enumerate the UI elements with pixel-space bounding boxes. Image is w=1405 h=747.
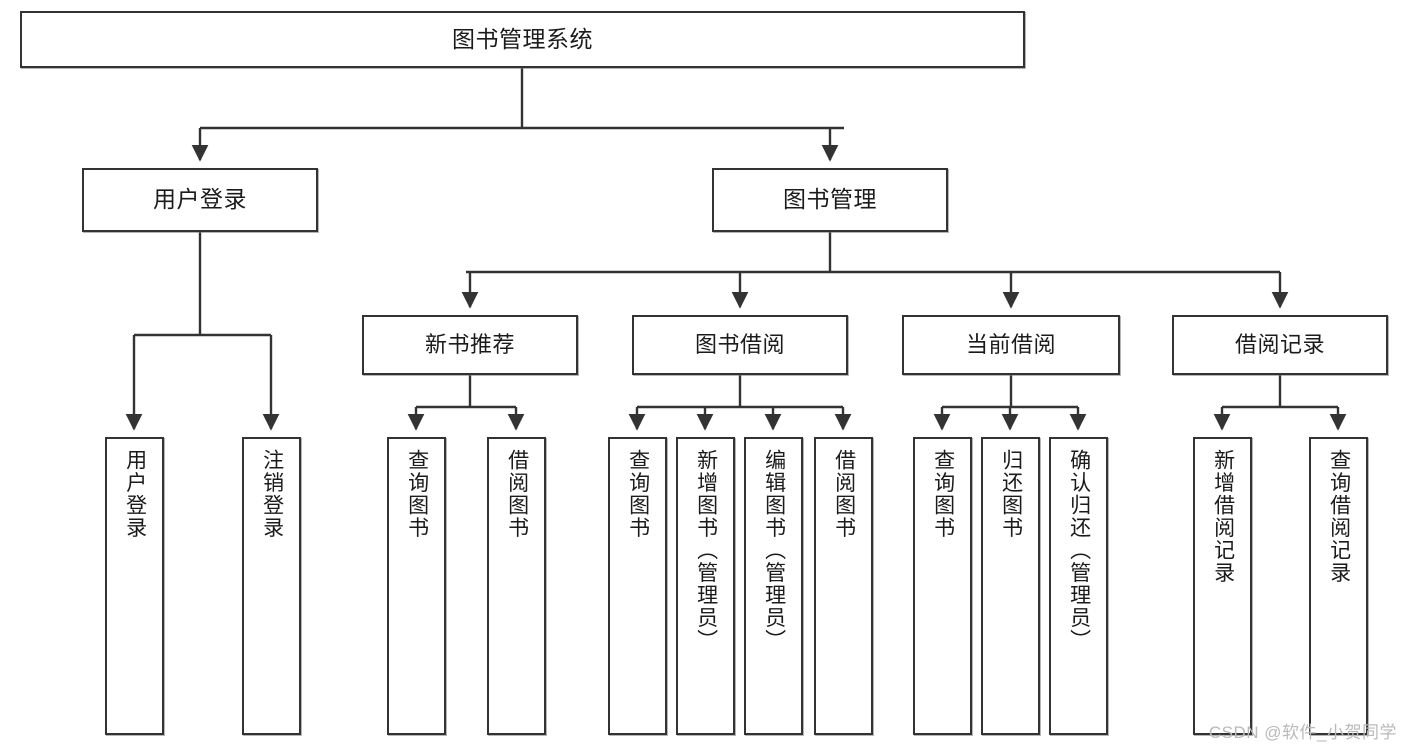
node-leaf-return-book-label: 归还图书 <box>999 449 1023 539</box>
node-root[interactable]: 图书管理系统 <box>20 11 1025 68</box>
node-leaf-user-logout[interactable]: 注销登录 <box>242 437 301 735</box>
node-leaf-add-book-label: 新增图书（管理员） <box>694 449 718 652</box>
node-leaf-confirm-return[interactable]: 确认归还（管理员） <box>1049 437 1108 735</box>
node-leaf-query-book-1[interactable]: 查询图书 <box>387 437 446 735</box>
node-borrow-record[interactable]: 借阅记录 <box>1172 315 1388 375</box>
node-leaf-query-book-2[interactable]: 查询图书 <box>608 437 667 735</box>
node-leaf-add-book[interactable]: 新增图书（管理员） <box>676 437 735 735</box>
node-user-login[interactable]: 用户登录 <box>82 168 318 232</box>
node-root-label: 图书管理系统 <box>452 25 593 52</box>
node-borrow-record-label: 借阅记录 <box>1234 332 1325 358</box>
node-leaf-query-book-2-label: 查询图书 <box>626 449 650 539</box>
node-user-login-label: 用户登录 <box>153 186 247 213</box>
node-book-manage[interactable]: 图书管理 <box>712 168 948 232</box>
node-leaf-return-book[interactable]: 归还图书 <box>981 437 1040 735</box>
node-leaf-borrow-book-1[interactable]: 借阅图书 <box>487 437 546 735</box>
node-leaf-user-login-label: 用户登录 <box>123 449 147 539</box>
node-current-borrow[interactable]: 当前借阅 <box>902 315 1120 375</box>
node-book-borrow-label: 图书借阅 <box>694 332 785 358</box>
node-current-borrow-label: 当前借阅 <box>965 332 1056 358</box>
node-leaf-confirm-return-label: 确认归还（管理员） <box>1067 449 1091 652</box>
node-book-borrow[interactable]: 图书借阅 <box>632 315 848 375</box>
node-leaf-add-record-label: 新增借阅记录 <box>1211 449 1235 584</box>
node-leaf-edit-book-label: 编辑图书（管理员） <box>762 449 786 652</box>
node-leaf-edit-book[interactable]: 编辑图书（管理员） <box>744 437 803 735</box>
node-leaf-borrow-book-2[interactable]: 借阅图书 <box>814 437 873 735</box>
node-leaf-user-login[interactable]: 用户登录 <box>105 437 164 735</box>
watermark-text: CSDN @软件_小贺同学 <box>1208 723 1397 742</box>
node-new-book-recommend[interactable]: 新书推荐 <box>362 315 578 375</box>
node-new-book-recommend-label: 新书推荐 <box>424 332 515 358</box>
node-leaf-borrow-book-1-label: 借阅图书 <box>505 449 529 539</box>
node-leaf-query-book-1-label: 查询图书 <box>405 449 429 539</box>
node-leaf-query-book-3[interactable]: 查询图书 <box>913 437 972 735</box>
node-leaf-query-record[interactable]: 查询借阅记录 <box>1309 437 1368 735</box>
node-leaf-query-record-label: 查询借阅记录 <box>1327 449 1351 584</box>
node-book-manage-label: 图书管理 <box>783 186 877 213</box>
node-leaf-query-book-3-label: 查询图书 <box>931 449 955 539</box>
node-leaf-add-record[interactable]: 新增借阅记录 <box>1193 437 1252 735</box>
node-leaf-user-logout-label: 注销登录 <box>260 449 284 539</box>
node-leaf-borrow-book-2-label: 借阅图书 <box>832 449 856 539</box>
